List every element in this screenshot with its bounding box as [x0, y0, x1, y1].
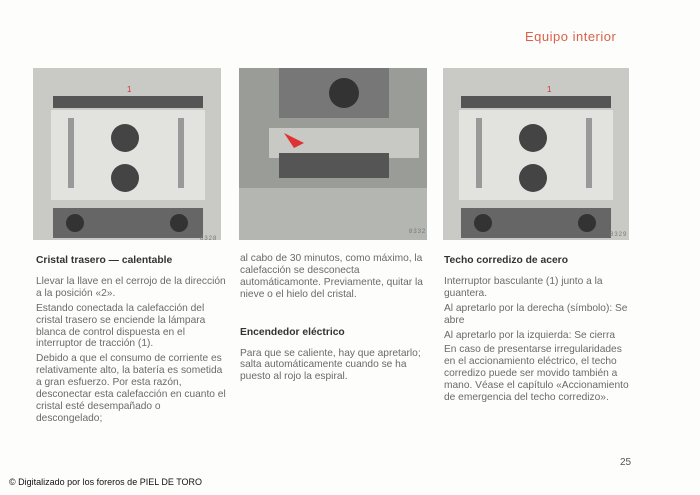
lighter-illustration: [239, 68, 427, 240]
console-illustration: 1: [51, 85, 205, 238]
paragraph: Interruptor basculante (1) junto a la gu…: [444, 275, 603, 299]
figure-lighter-photo: [239, 68, 427, 240]
figure-console-photo: 1: [33, 68, 221, 240]
column-sunroof: Techo corredizo de acero Interruptor bas…: [444, 255, 634, 407]
paragraph: Debido a que el consumo de corriente es …: [36, 353, 226, 424]
heading: Techo corredizo de acero: [444, 255, 568, 266]
page-number: 25: [620, 457, 632, 468]
paragraph: Estando conectada la calefacción del cri…: [36, 302, 206, 350]
figure-code: 8332: [409, 229, 427, 235]
svg-text:1: 1: [127, 85, 132, 94]
figure-code: 8328: [200, 236, 218, 242]
heading: Cristal trasero — calentable: [36, 255, 173, 266]
column-rear-window: Cristal trasero — calentable Llevar la l…: [36, 255, 226, 428]
svg-text:1: 1: [547, 85, 552, 94]
paragraph: Para que se caliente, hay que apretarlo;…: [240, 347, 421, 383]
paragraph: Llevar la llave en el cerrojo de la dire…: [36, 275, 226, 299]
heading: Encendedor eléctrico: [240, 326, 345, 338]
credit-line: © Digitalizado por los foreros de PIEL D…: [9, 477, 203, 487]
paragraph: Al apretarlo por la izquierda: Se cierra: [444, 329, 616, 341]
paragraph: al cabo de 30 minutos, como máximo, la c…: [240, 253, 423, 300]
paragraph: En caso de presentarse irregularidades e…: [444, 344, 629, 404]
section-title: Equipo interior: [525, 29, 617, 44]
figure-code: 8329: [610, 232, 628, 238]
console-illustration: 1: [459, 85, 613, 238]
column-lighter: al cabo de 30 minutos, como máximo, la c…: [240, 253, 428, 386]
figure-sunroof-switch-photo: 1: [443, 68, 629, 240]
paragraph: Al apretarlo por la derecha (símbolo): S…: [444, 302, 628, 326]
